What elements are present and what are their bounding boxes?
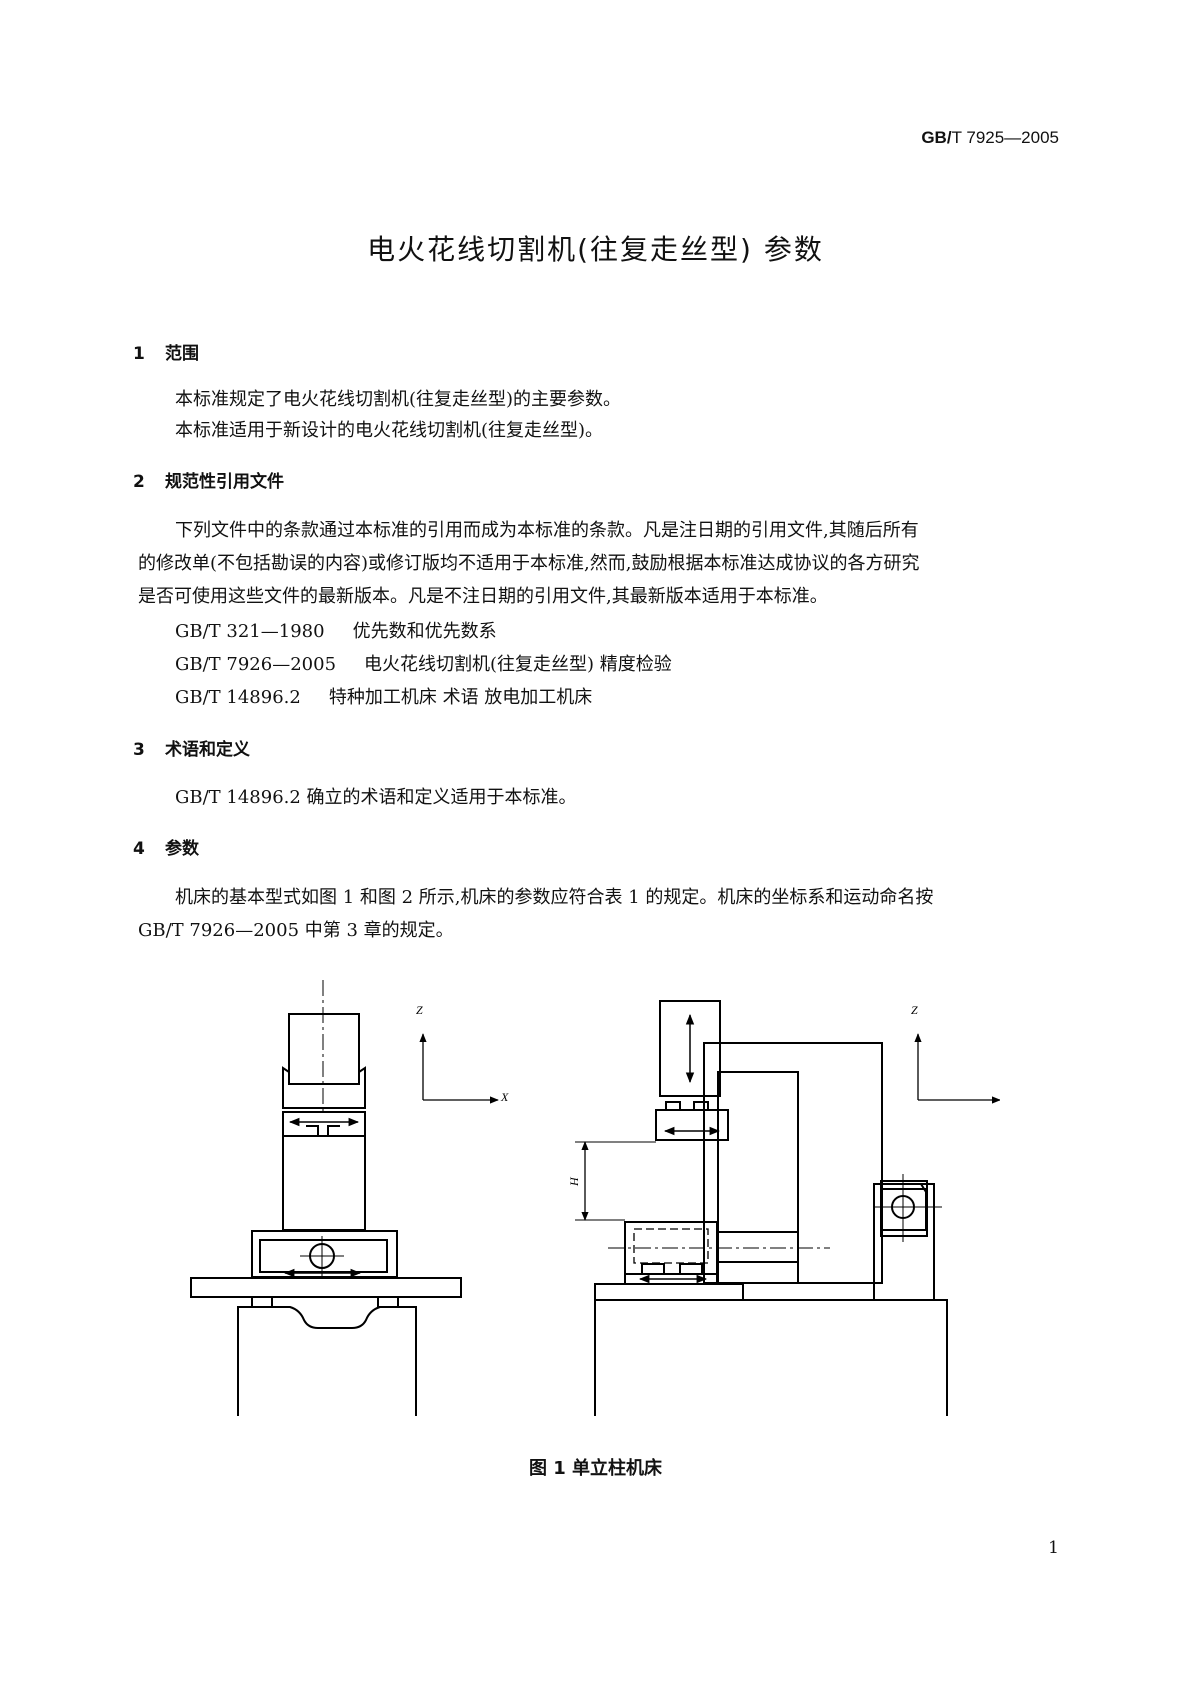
section-4-paragraph-line-1: 机床的基本型式如图 1 和图 2 所示,机床的参数应符合表 1 的规定。机床的坐… bbox=[175, 887, 934, 908]
figure-caption: 图 1 单立柱机床 bbox=[528, 1458, 663, 1479]
machine-figure: Z X Z Y H bbox=[190, 980, 1000, 1416]
section-1-paragraph-1: 本标准规定了电火花线切割机(往复走丝型)的主要参数。 bbox=[175, 389, 622, 410]
axis-x-label: X bbox=[500, 1090, 509, 1104]
axis-z-right-label: Z bbox=[911, 1003, 918, 1017]
section-4-paragraph-line-2: GB/T 7926—2005 中第 3 章的规定。 bbox=[138, 920, 454, 941]
axis-z-left-label: Z bbox=[416, 1003, 423, 1017]
dimension-h-label: H bbox=[567, 1176, 581, 1187]
section-3-paragraph: GB/T 14896.2 确立的术语和定义适用于本标准。 bbox=[175, 787, 577, 808]
section-1-paragraph-2: 本标准适用于新设计的电火花线切割机(往复走丝型)。 bbox=[175, 420, 604, 441]
section-2-paragraph-line-3: 是否可使用这些文件的最新版本。凡是不注日期的引用文件,其最新版本适用于本标准。 bbox=[138, 586, 828, 607]
document-title: 电火花线切割机(往复走丝型) 参数 bbox=[367, 233, 824, 266]
page-number: 1 bbox=[1048, 1538, 1059, 1558]
standard-number: GB/T 7925—2005 bbox=[921, 128, 1059, 147]
section-2-paragraph-line-1: 下列文件中的条款通过本标准的引用而成为本标准的条款。凡是注日期的引用文件,其随后… bbox=[175, 520, 919, 541]
section-2-paragraph-line-2: 的修改单(不包括勘误的内容)或修订版均不适用于本标准,然而,鼓励根据本标准达成协… bbox=[138, 553, 920, 574]
